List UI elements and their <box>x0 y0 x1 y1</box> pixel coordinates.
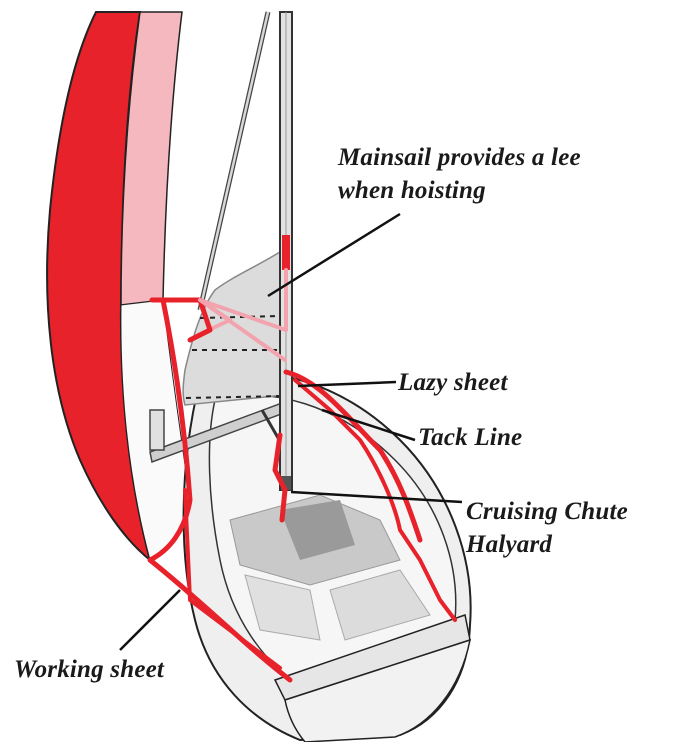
label-lazy-sheet: Lazy sheet <box>398 368 508 397</box>
spinnaker-sail <box>47 12 190 560</box>
mast <box>280 12 292 490</box>
label-halyard-line1: Cruising Chute <box>466 497 628 526</box>
label-tack-line: Tack Line <box>418 423 522 452</box>
label-halyard-line2: Halyard <box>466 530 552 559</box>
leader-working-sheet <box>120 590 180 650</box>
label-mainsail-line2: when hoisting <box>338 176 486 205</box>
mainsail <box>183 250 285 405</box>
label-working-sheet: Working sheet <box>14 655 164 684</box>
label-mainsail-line1: Mainsail provides a lee <box>338 143 581 172</box>
